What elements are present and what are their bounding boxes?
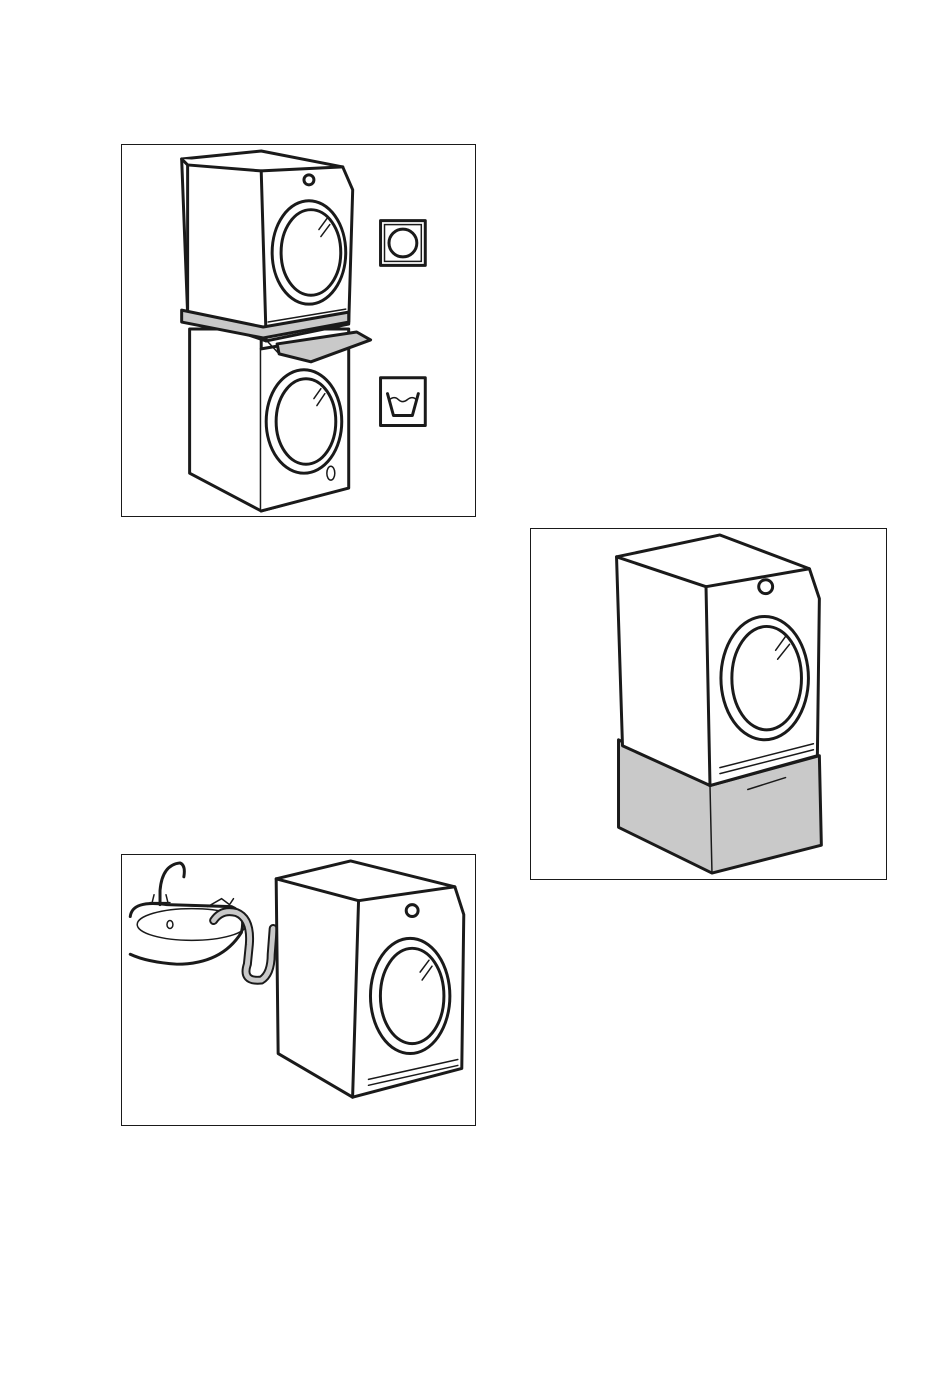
- wash-tub-icon: [381, 378, 426, 426]
- pedestal-illustration: [531, 529, 886, 879]
- dryer-illustration: [182, 151, 353, 341]
- dryer-illustration-2: [276, 861, 464, 1097]
- figure-stacking-kit: [121, 144, 476, 517]
- drain-hose-illustration: [122, 855, 475, 1125]
- figure-dryer-pedestal: [530, 528, 887, 880]
- tumble-dry-icon: [381, 221, 426, 266]
- stacked-appliances-illustration: [122, 145, 475, 516]
- figure-drain-hose-sink: [121, 854, 476, 1126]
- dryer-illustration-3: [617, 535, 820, 786]
